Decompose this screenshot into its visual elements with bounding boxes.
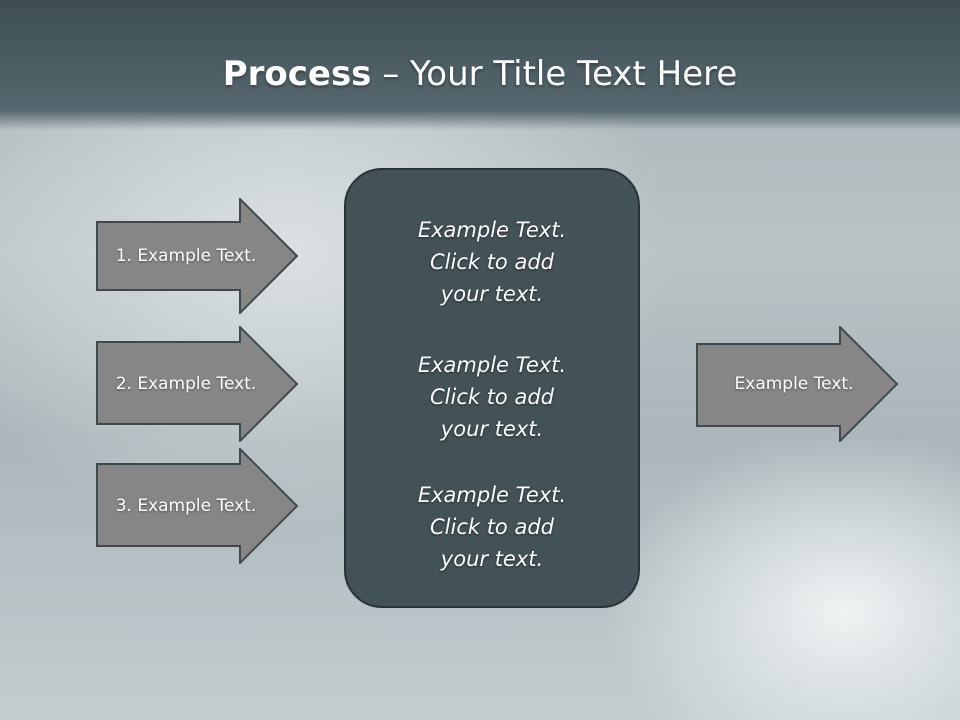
center-paragraph-1: Example Text. Click to add your text. <box>346 214 638 310</box>
center-paragraph-2: Example Text. Click to add your text. <box>346 349 638 445</box>
text-line: Example Text. <box>417 218 567 242</box>
result-arrow[interactable]: Example Text. <box>696 326 900 442</box>
text-line: Click to add <box>429 385 554 409</box>
slide-title-rest: – Your Title Text Here <box>371 54 738 94</box>
text-line: Click to add <box>429 250 554 274</box>
center-paragraph-3: Example Text. Click to add your text. <box>346 479 638 575</box>
title-bar-background <box>0 0 960 130</box>
process-arrow-1-label: 1. Example Text. <box>115 246 257 266</box>
arrow-right-shape <box>96 448 299 564</box>
center-text-box[interactable]: Example Text. Click to add your text. Ex… <box>344 168 640 608</box>
arrow-right-shape <box>96 326 299 442</box>
process-arrow-3[interactable]: 3. Example Text. <box>96 448 300 564</box>
process-arrow-3-label: 3. Example Text. <box>115 496 257 516</box>
text-line: Click to add <box>429 515 554 539</box>
slide-title-bold: Process <box>222 54 372 94</box>
result-arrow-label: Example Text. <box>734 374 854 394</box>
process-arrow-2-label: 2. Example Text. <box>115 374 257 394</box>
text-line: your text. <box>440 417 544 441</box>
text-line: your text. <box>440 282 544 306</box>
process-arrow-1[interactable]: 1. Example Text. <box>96 198 300 314</box>
process-arrow-2[interactable]: 2. Example Text. <box>96 326 300 442</box>
arrow-right-shape <box>96 198 299 314</box>
text-line: your text. <box>440 547 544 571</box>
text-line: Example Text. <box>417 353 567 377</box>
slide-title[interactable]: Process – Your Title Text Here <box>0 52 960 96</box>
text-line: Example Text. <box>417 483 567 507</box>
arrow-right-shape <box>696 326 899 442</box>
